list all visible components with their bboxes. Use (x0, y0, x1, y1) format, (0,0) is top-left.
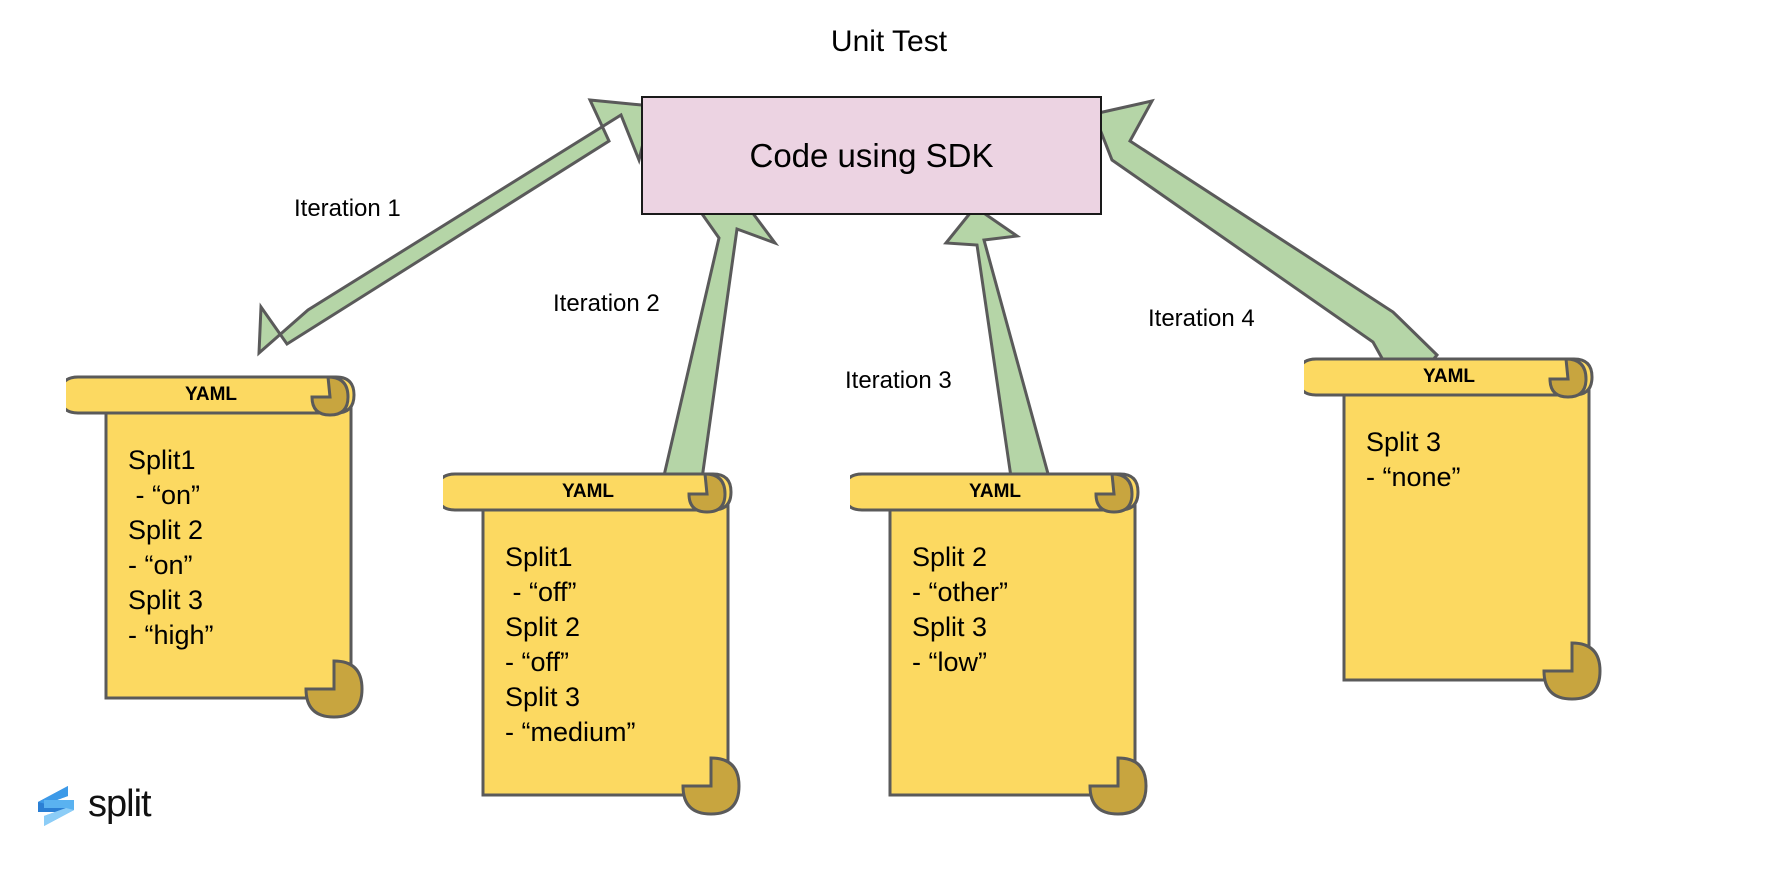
edge-label-iteration-3: Iteration 3 (845, 367, 952, 394)
yaml-scroll-2: YAML Split1 - “off”Split 2- “off”Split 3… (443, 470, 773, 870)
scroll-content: Split 3- “none” (1366, 427, 1461, 492)
code-using-sdk-node: Code using SDK (641, 96, 1102, 215)
arrow-iteration-4 (1091, 98, 1440, 399)
yaml-scroll-4: YAML Split 3- “none” (1304, 355, 1634, 735)
edge-label-iteration-1: Iteration 1 (294, 195, 401, 222)
scroll-tag-yaml: YAML (561, 481, 615, 502)
split-logo: split (32, 780, 152, 832)
page-title: Unit Test (830, 25, 948, 58)
scroll-shape (443, 472, 741, 816)
scroll-shape (66, 375, 364, 719)
code-using-sdk-label: Code using SDK (749, 136, 994, 174)
scroll-shape (850, 472, 1148, 816)
yaml-scroll-1: YAML Split1 - “on”Split 2- “on”Split 3- … (66, 373, 396, 743)
scroll-tag-yaml: YAML (1422, 366, 1476, 387)
scroll-tag-yaml: YAML (184, 384, 238, 405)
edge-label-iteration-4: Iteration 4 (1148, 305, 1255, 332)
scroll-tag-yaml: YAML (968, 481, 1022, 502)
scroll-content: Split1 - “on”Split 2- “on”Split 3- “high… (128, 445, 214, 650)
scroll-content: Split 2- “other”Split 3- “low” (912, 542, 1009, 677)
edge-label-iteration-2: Iteration 2 (553, 290, 660, 317)
split-logo-mark (38, 786, 74, 826)
split-logo-wordmark: split (88, 783, 152, 825)
scroll-content: Split1 - “off”Split 2- “off”Split 3- “me… (505, 542, 636, 747)
scroll-shape (1304, 357, 1602, 701)
yaml-scroll-3: YAML Split 2- “other”Split 3- “low” (850, 470, 1180, 870)
